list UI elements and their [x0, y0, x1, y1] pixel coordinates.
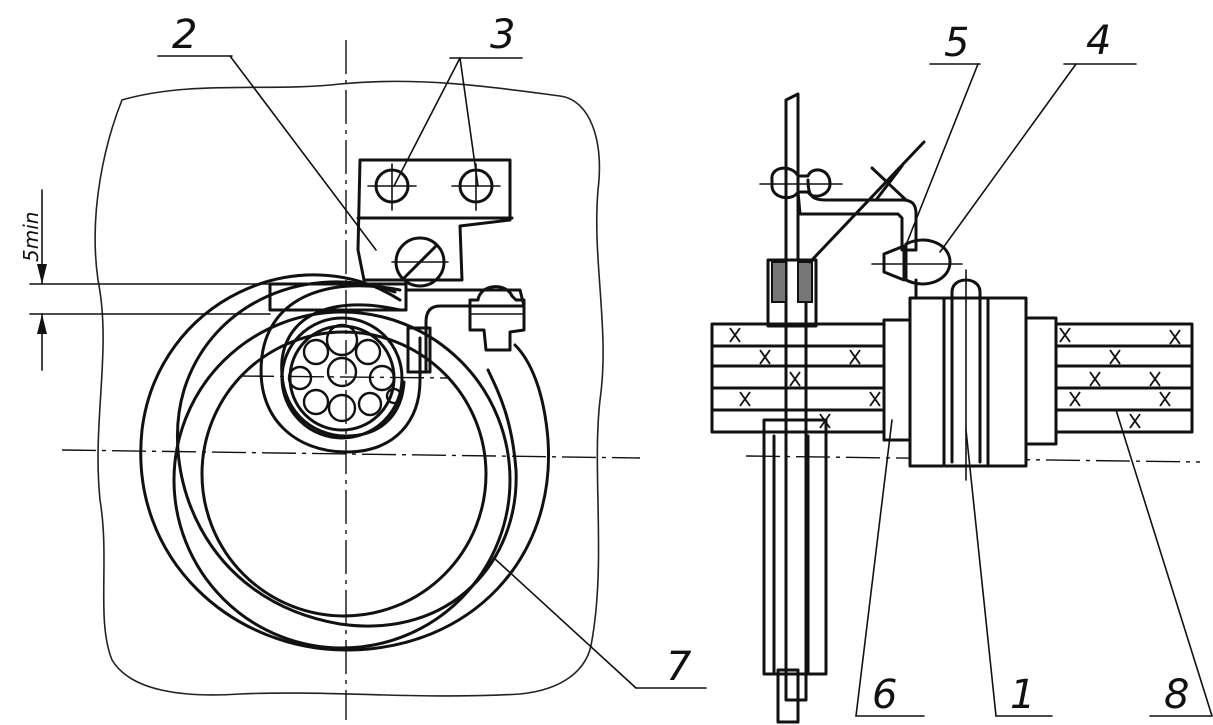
callout-3: 3	[490, 12, 515, 58]
clamp-ring-inner	[200, 330, 488, 618]
callout-2: 2	[172, 12, 197, 58]
leader-4	[939, 63, 1077, 253]
leader-x	[808, 140, 926, 264]
strap-nut	[468, 285, 526, 352]
clamp-band-right	[1024, 316, 1058, 446]
clamp-tab	[404, 288, 526, 374]
leader-3-b	[459, 57, 479, 187]
callout-4: 4	[1086, 18, 1111, 64]
bracket-wire	[806, 178, 918, 252]
callout-7: 7	[666, 644, 692, 690]
leader-2	[229, 55, 377, 251]
dim-arrow-top	[37, 264, 47, 284]
clamp-strap	[268, 282, 408, 312]
left-view: 5min 2 3 7	[19, 12, 707, 720]
callout-8: 8	[1164, 672, 1189, 718]
x-mark	[870, 164, 908, 202]
grommet-seal-2	[797, 261, 813, 303]
leader-5	[903, 63, 979, 251]
dimension-label: 5min	[19, 212, 43, 262]
callout-6: 6	[872, 672, 897, 718]
panel-outline	[94, 80, 604, 697]
grommet-seal	[771, 261, 787, 303]
grommet	[766, 258, 818, 328]
leader-6	[855, 419, 893, 717]
leader-7	[493, 557, 637, 689]
leader-3-a	[393, 57, 461, 187]
bracket-2	[356, 158, 512, 282]
bracket-wire-2	[796, 190, 904, 252]
right-view: 5 4 6 1 8	[710, 18, 1213, 724]
cable-bundle	[280, 316, 404, 440]
cable-bundle-inner	[288, 324, 396, 432]
bundle-centerline	[239, 375, 451, 379]
clamp-bolt-dome	[904, 238, 952, 286]
lower-duct	[762, 418, 828, 676]
clamp-band-main	[908, 296, 1028, 468]
plate-bolt	[770, 166, 832, 200]
clamp-band-6	[882, 318, 914, 442]
horizontal-centerline	[61, 449, 641, 459]
callout-1: 1	[1010, 672, 1035, 718]
cable-wires	[287, 323, 403, 423]
clamp-end	[406, 326, 432, 374]
dim-arrow-bottom	[37, 314, 47, 334]
partition-plate	[784, 92, 808, 702]
callout-5: 5	[944, 20, 969, 66]
wire-crosses	[729, 327, 1181, 429]
clamp-spiral-outer	[139, 273, 551, 652]
inner-cable-loop	[259, 284, 422, 454]
clamp-ring	[172, 310, 512, 650]
leader-8	[1115, 409, 1213, 717]
clamp-bolt	[882, 244, 906, 282]
leader-1	[965, 429, 997, 717]
lower-rod	[776, 668, 800, 724]
